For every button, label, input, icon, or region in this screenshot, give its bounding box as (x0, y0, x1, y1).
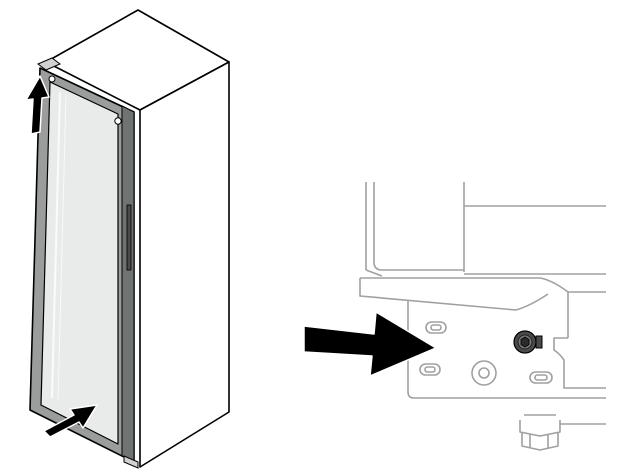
slot-hole-left (419, 363, 441, 376)
slot-hole-upper-inner (430, 324, 442, 331)
door-glass (40, 81, 119, 445)
arrow-right-to-hinge (303, 311, 437, 377)
top-hinge (37, 57, 61, 71)
hinge-pin-hole-inner (478, 367, 490, 379)
top-hinge-screw (114, 117, 122, 125)
cabinet-side (139, 61, 230, 468)
fridge-overview (25, 9, 230, 469)
glass-reflection (51, 91, 61, 399)
slot-hole-right-inner (534, 374, 548, 381)
glass-reflection-2 (57, 94, 67, 402)
adjustable-foot-cap (519, 420, 561, 437)
hinge-plate-step (553, 337, 606, 389)
slot-hole-left-inner (424, 366, 436, 373)
hinge-screw (513, 330, 543, 354)
door-handle (126, 204, 132, 271)
bottom-hinge (123, 455, 139, 469)
top-left-screw (48, 75, 56, 83)
door-edge (121, 105, 135, 463)
hinge-flange-front (359, 278, 549, 311)
hinge-pin-hole (471, 360, 497, 386)
adjustable-foot-nut (521, 432, 559, 451)
slot-hole-right (529, 371, 553, 384)
door-bottom-corner (373, 261, 464, 271)
bottom-hinge-detail (359, 182, 606, 451)
slot-hole-upper (425, 321, 447, 334)
arrow-toward-bottom-hinge (43, 404, 98, 438)
hinge-flange-top (360, 277, 606, 293)
door-bevel (365, 269, 383, 277)
arrow-up-top-hinge (25, 75, 50, 135)
hinge-plate-outline (407, 300, 606, 399)
